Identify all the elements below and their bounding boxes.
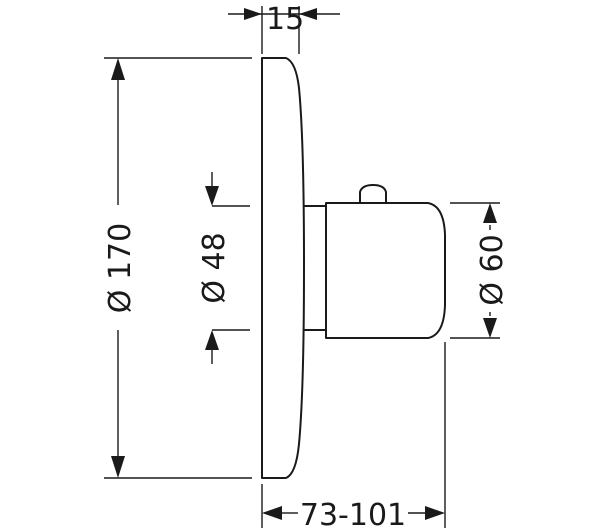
dimension-handle-diameter-label: Ø 60 [475,234,510,305]
dimension-base-diameter: Ø 48 [197,172,250,364]
handle-stop-knob [359,184,387,204]
thermostat-handle [325,202,446,339]
dimension-projection: 73-101 [261,342,446,532]
dimension-thickness: 15 [228,2,340,54]
handle-base [303,205,327,331]
dimension-plate-diameter: Ø 170 [103,57,252,479]
dimension-projection-label: 73-101 [300,498,406,532]
dimension-base-diameter-label: Ø 48 [197,232,232,303]
dimension-thickness-label: 15 [266,2,304,37]
dimension-handle-diameter: Ø 60 [450,202,510,339]
escutcheon-plate [261,57,305,479]
dimension-plate-diameter-label: Ø 170 [103,223,138,313]
